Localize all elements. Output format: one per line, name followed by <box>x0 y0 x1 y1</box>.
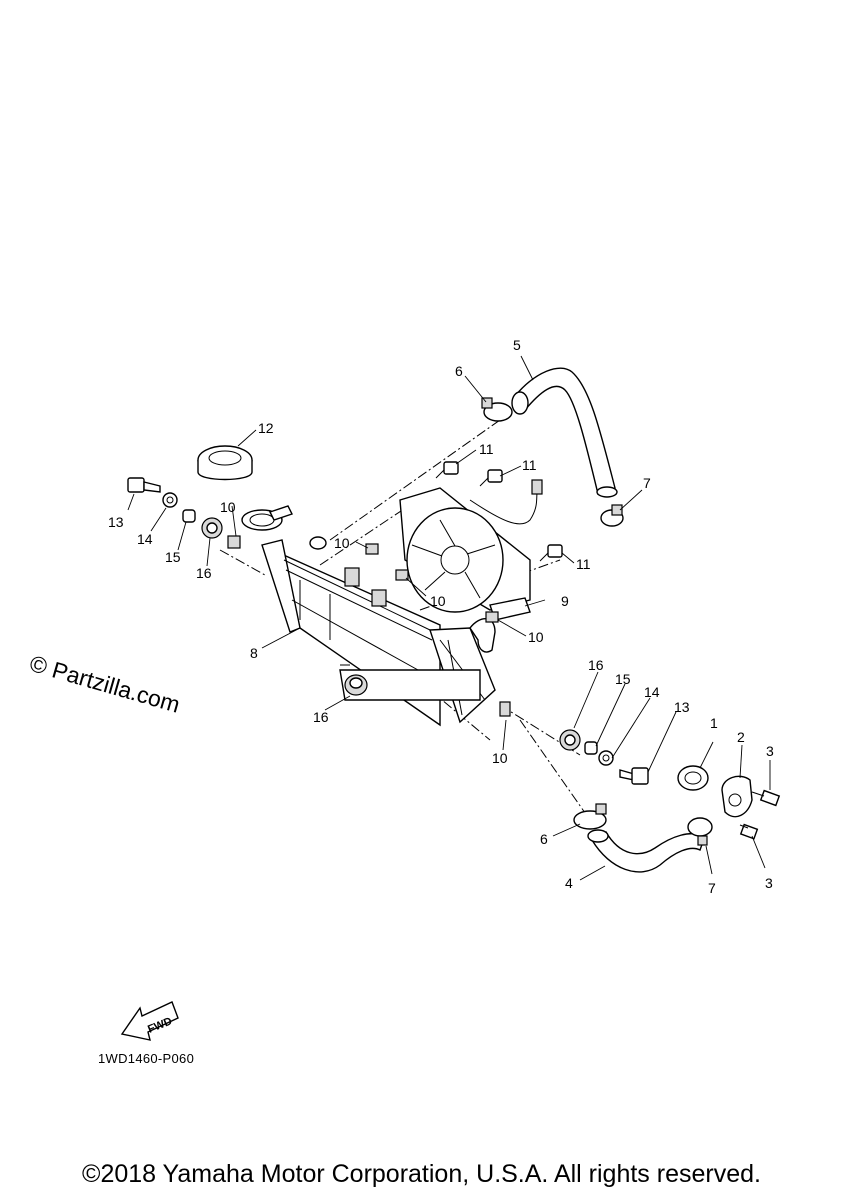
callout-5: 5 <box>513 337 521 353</box>
bolt-right[interactable] <box>619 767 649 785</box>
clip-nut[interactable] <box>365 543 379 555</box>
collar-left[interactable] <box>182 509 196 523</box>
clip-nut[interactable] <box>227 535 241 549</box>
callout-labels: 1 2 3 3 4 5 6 6 7 7 8 9 10 10 10 10 10 1… <box>108 337 774 896</box>
callout-2: 2 <box>737 729 745 745</box>
clip-nut[interactable] <box>485 611 499 623</box>
callout-6-upper: 6 <box>455 363 463 379</box>
callout-15-left: 15 <box>165 549 181 565</box>
callout-16-right: 16 <box>588 657 604 673</box>
radiator-cap[interactable] <box>197 445 253 481</box>
callout-3-upper: 3 <box>766 743 774 759</box>
fwd-arrow-icon: FWD <box>120 1001 179 1041</box>
lower-radiator-hose[interactable] <box>587 829 706 873</box>
callout-9: 9 <box>561 593 569 609</box>
collar-right[interactable] <box>584 741 598 755</box>
radiator-bracket <box>371 589 387 607</box>
callout-8: 8 <box>250 645 258 661</box>
hose-clamp-small-lower[interactable] <box>687 817 713 846</box>
callout-10-bottom: 10 <box>492 750 508 766</box>
callout-16-bottom: 16 <box>313 709 329 725</box>
callout-10-mid: 10 <box>430 593 446 609</box>
fan-bolt[interactable] <box>539 544 563 562</box>
callout-7-upper: 7 <box>643 475 651 491</box>
thermostat-housing[interactable] <box>721 775 753 818</box>
callout-12: 12 <box>258 420 274 436</box>
bolt-left[interactable] <box>127 477 161 493</box>
callout-11-c: 11 <box>576 556 591 572</box>
callout-10-left: 10 <box>334 535 350 551</box>
callout-4: 4 <box>565 875 573 891</box>
callout-15-right: 15 <box>615 671 631 687</box>
radiator-core[interactable] <box>261 539 496 727</box>
callout-10-cap: 10 <box>220 499 236 515</box>
callout-13-left: 13 <box>108 514 124 530</box>
callout-3-lower: 3 <box>765 875 773 891</box>
washer-left[interactable] <box>162 492 178 508</box>
clip-nut[interactable] <box>499 701 511 717</box>
callout-10-right: 10 <box>528 629 544 645</box>
hose-clamp-small-upper[interactable] <box>600 504 624 527</box>
fan-bolt[interactable] <box>435 461 459 479</box>
fan-bolt[interactable] <box>479 469 503 487</box>
filler-neck <box>241 505 327 550</box>
fan-assembly[interactable] <box>399 479 543 621</box>
leader-lines <box>127 355 771 881</box>
callout-7-lower: 7 <box>708 880 716 896</box>
drawing-code: 1WD1460-P060 <box>98 1051 195 1066</box>
thermostat[interactable] <box>677 765 709 791</box>
callout-1: 1 <box>710 715 718 731</box>
bolt-upper[interactable] <box>751 789 781 807</box>
hose-clamp-upper[interactable] <box>481 397 513 422</box>
grommet-bottom[interactable] <box>344 674 368 696</box>
grommet-right[interactable] <box>559 729 581 751</box>
callout-14-right: 14 <box>644 684 660 700</box>
callout-6-lower: 6 <box>540 831 548 847</box>
clip-nut[interactable] <box>395 569 409 581</box>
hose-clamp-lower[interactable] <box>573 803 607 830</box>
callout-13-right: 13 <box>674 699 690 715</box>
upper-radiator-hose[interactable] <box>511 367 618 498</box>
callout-14-left: 14 <box>137 531 153 547</box>
fan-connector <box>531 479 543 495</box>
radiator-bracket <box>344 567 360 587</box>
callout-11-b: 11 <box>522 457 537 473</box>
bolt-lower[interactable] <box>739 823 759 840</box>
grommet-left[interactable] <box>201 517 223 539</box>
washer-right[interactable] <box>598 750 614 766</box>
copyright-notice: ©2018 Yamaha Motor Corporation, U.S.A. A… <box>82 1160 761 1188</box>
callout-16-left: 16 <box>196 565 212 581</box>
callout-11-a: 11 <box>479 441 494 457</box>
